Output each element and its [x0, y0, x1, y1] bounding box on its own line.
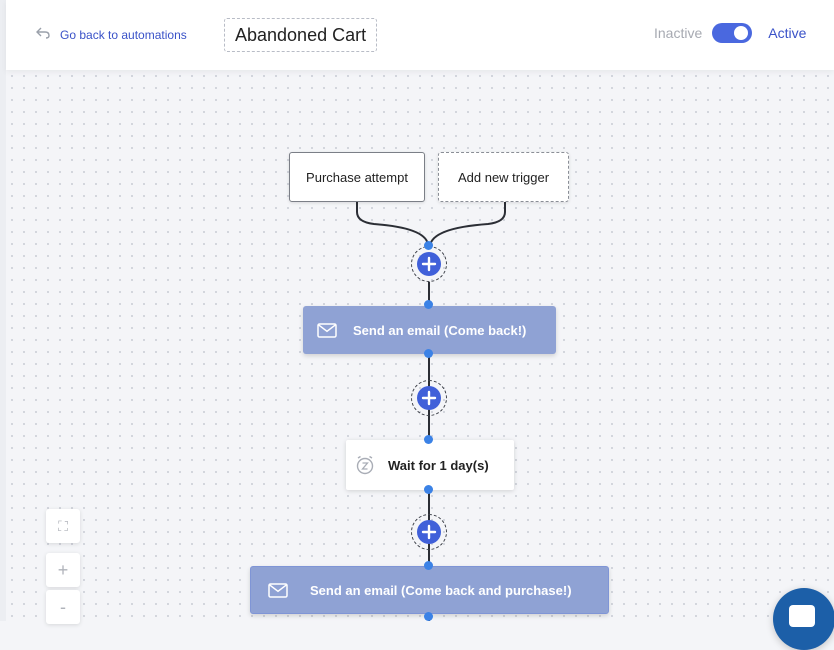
fit-view-button[interactable]: ⛶	[46, 509, 80, 543]
snooze-clock-icon	[355, 455, 375, 475]
plus-icon	[417, 520, 441, 544]
zoom-in-icon: +	[57, 559, 69, 580]
envelope-icon	[268, 582, 288, 598]
active-label: Active	[768, 25, 807, 41]
plus-icon	[417, 386, 441, 410]
step-label: Send an email (Come back and purchase!)	[310, 582, 572, 598]
fit-view-icon: ⛶	[58, 517, 68, 534]
step-send-email-come-back-and-purchase[interactable]: Send an email (Come back and purchase!)	[250, 566, 609, 614]
active-toggle[interactable]	[712, 23, 753, 43]
add-step-button[interactable]	[411, 380, 447, 416]
back-link-label: Go back to automations	[60, 28, 187, 42]
top-bar: Go back to automations Abandoned Cart In…	[6, 0, 834, 70]
connector-dot	[424, 612, 433, 621]
add-new-trigger-button[interactable]: Add new trigger	[438, 152, 569, 202]
chat-widget-button[interactable]	[773, 588, 834, 650]
undo-arrow-icon	[36, 26, 50, 44]
chat-icon	[789, 605, 815, 627]
zoom-out-icon: -	[60, 596, 66, 617]
connector-dot	[424, 435, 433, 444]
connector-dot	[424, 349, 433, 358]
inactive-label: Inactive	[654, 25, 703, 41]
left-edge	[0, 0, 6, 621]
step-label: Send an email (Come back!)	[353, 322, 527, 338]
connector-dot	[424, 241, 433, 250]
connector-dot	[424, 485, 433, 494]
connector-dot	[424, 300, 433, 309]
add-step-button[interactable]	[411, 246, 447, 282]
toggle-knob	[734, 26, 749, 40]
zoom-in-button[interactable]: +	[46, 553, 80, 587]
step-wait-1-day[interactable]: Wait for 1 day(s)	[346, 440, 514, 490]
plus-icon	[417, 252, 441, 276]
back-to-automations-link[interactable]: Go back to automations	[36, 26, 187, 44]
step-label: Wait for 1 day(s)	[388, 457, 489, 473]
status-control: Inactive Active	[654, 23, 806, 43]
step-send-email-come-back[interactable]: Send an email (Come back!)	[303, 306, 556, 354]
add-step-button[interactable]	[411, 514, 447, 550]
automation-title[interactable]: Abandoned Cart	[224, 18, 378, 52]
trigger-purchase-attempt[interactable]: Purchase attempt	[289, 152, 425, 202]
connector-dot	[424, 561, 433, 570]
envelope-icon	[317, 322, 337, 338]
zoom-out-button[interactable]: -	[46, 590, 80, 624]
